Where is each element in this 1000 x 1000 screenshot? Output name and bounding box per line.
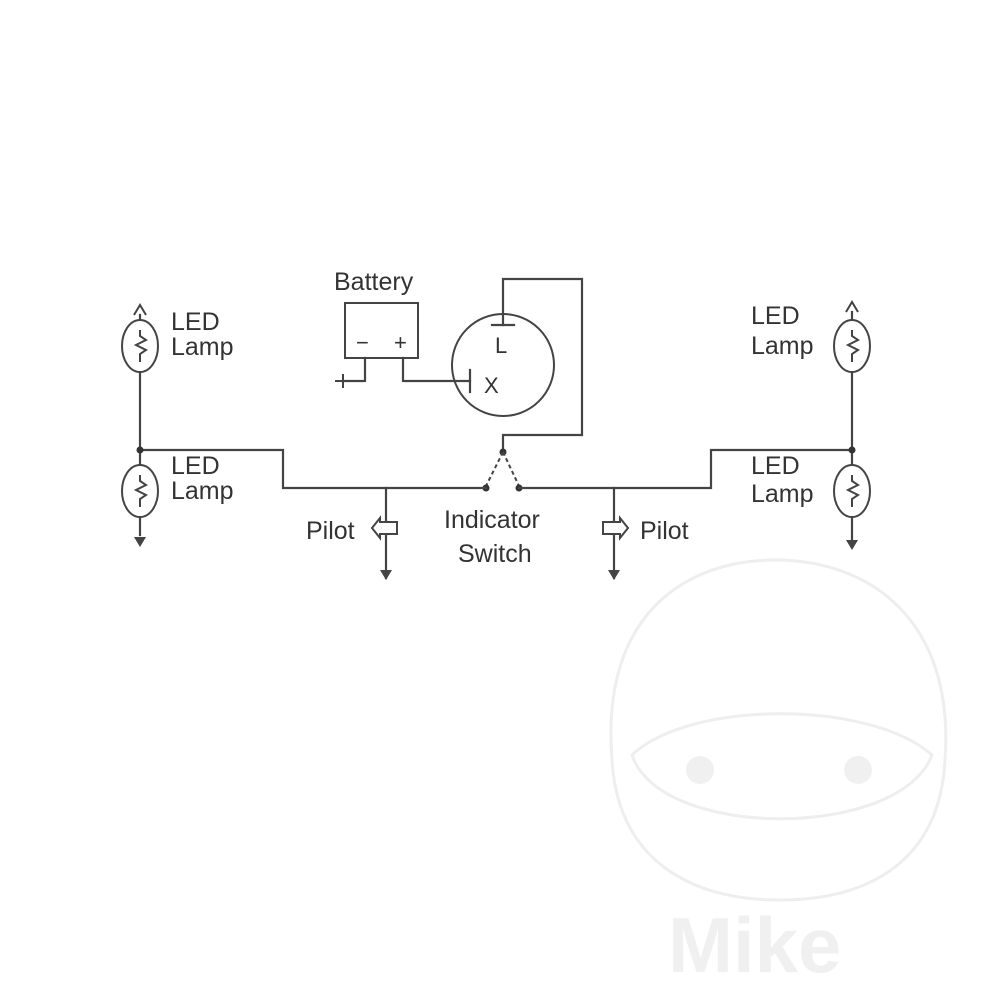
battery-minus-label: −	[356, 330, 369, 355]
watermark-logo: Mike	[609, 558, 948, 989]
switch-label-line2: Switch	[458, 540, 532, 568]
flasher-x-label: X	[484, 373, 499, 398]
pilot-label: Pilot	[306, 517, 355, 545]
led-lamp-label-line1: LED	[171, 452, 220, 480]
battery-plus-label: +	[394, 330, 407, 355]
led-lamp-left-lower: LED Lamp	[121, 452, 234, 547]
led-lamp-label-line1: LED	[751, 302, 800, 330]
watermark-text: Mike	[668, 901, 841, 989]
switch-label-line1: Indicator	[444, 506, 540, 534]
led-lamp-right-lower: LED Lamp	[751, 452, 871, 550]
indicator-switch[interactable]: Indicator Switch	[444, 448, 540, 569]
led-lamp-label-line1: LED	[751, 452, 800, 480]
led-lamp-label-line2: Lamp	[171, 477, 234, 505]
flasher-l-label: L	[495, 333, 507, 358]
pilot-lamp-left: Pilot	[306, 515, 398, 580]
flasher-relay: X L	[451, 277, 584, 454]
led-lamp-label-line2: Lamp	[171, 333, 234, 361]
led-lamp-label-line2: Lamp	[751, 480, 814, 508]
led-lamp-label-line1: LED	[171, 308, 220, 336]
pilot-label: Pilot	[640, 517, 689, 545]
pilot-lamp-right: Pilot	[602, 515, 689, 580]
battery-label: Battery	[334, 268, 414, 296]
led-lamp-right-upper: LED Lamp	[751, 300, 871, 373]
led-lamp-left-upper: LED Lamp	[121, 303, 234, 373]
led-lamp-label-line2: Lamp	[751, 332, 814, 360]
battery: Battery − +	[334, 268, 472, 388]
